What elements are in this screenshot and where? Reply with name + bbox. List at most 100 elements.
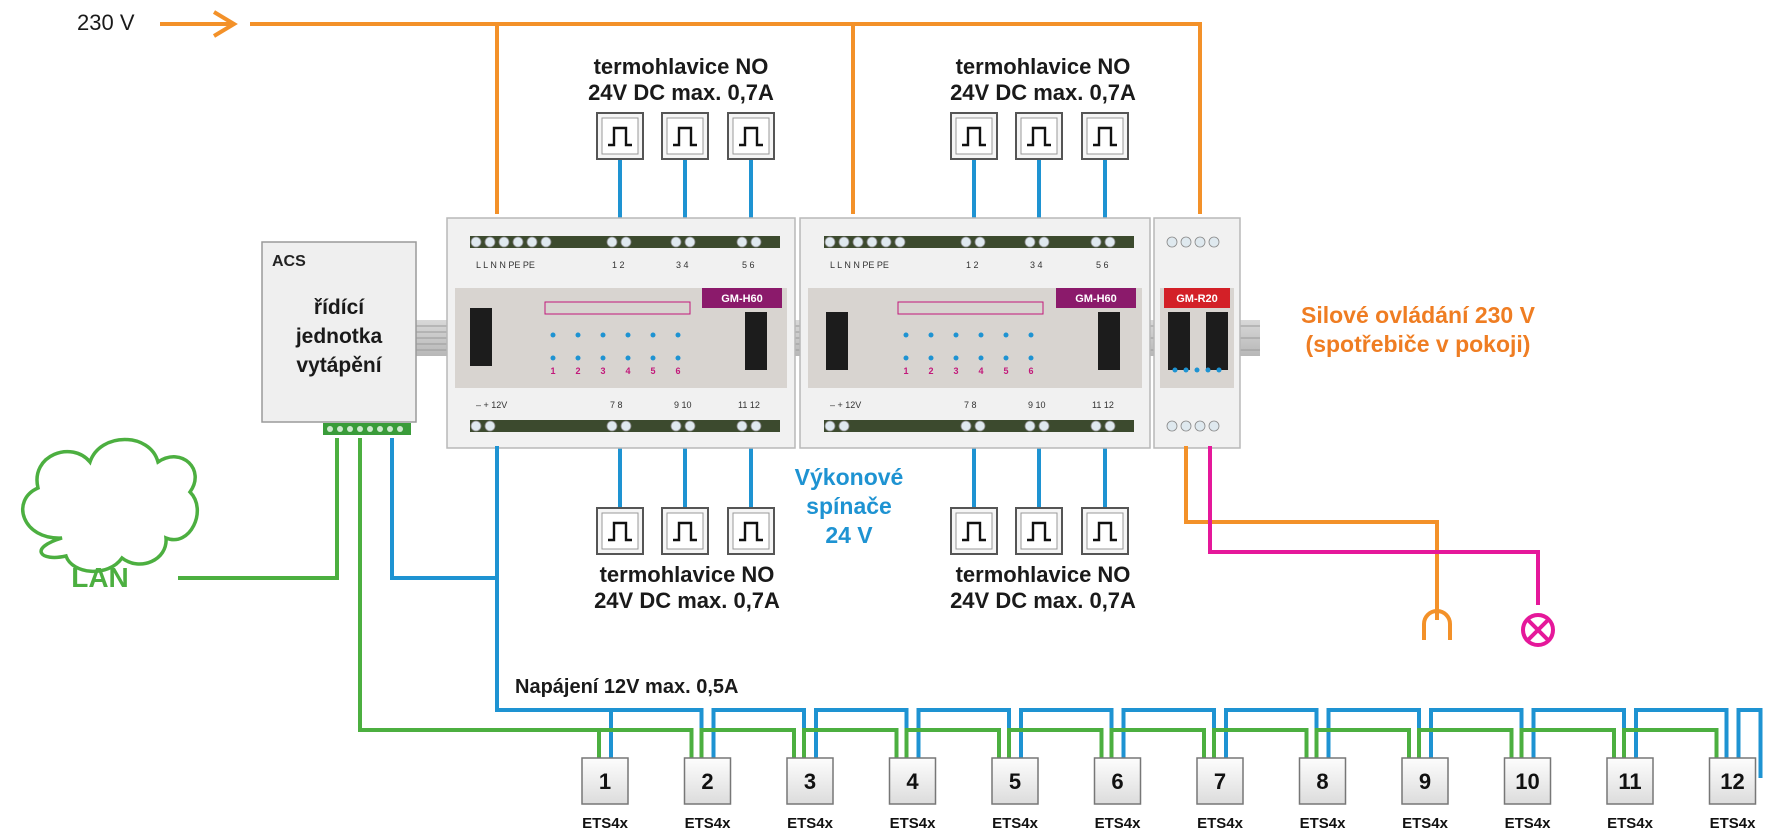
control-unit: ACS řídící jednotka vytápění (261, 241, 417, 435)
bus-12v-link (916, 708, 1011, 758)
lan-link (1109, 728, 1206, 758)
pulse-icon (660, 111, 710, 161)
bus-12v-link (609, 708, 704, 758)
bus-12v-link (1121, 708, 1216, 758)
lan-link (802, 728, 899, 758)
pulse-icon (1080, 506, 1130, 556)
thermostat-4 (888, 757, 937, 805)
thermostat-3 (786, 757, 834, 805)
thermostat-model: ETS4x (992, 815, 1039, 832)
power-terminal-label: – + 12V (830, 400, 861, 410)
thermostat-number: 9 (1419, 769, 1431, 794)
output-label: 11 12 (1092, 400, 1114, 410)
bus-12v-link (1531, 708, 1626, 758)
pulse-icon (726, 506, 776, 556)
actuator-title: termohlavice NO (956, 54, 1131, 79)
actuator-group-top-right: termohlavice NO 24V DC max. 0,7A (950, 54, 1136, 105)
top-terminal-labels: L L N N PE PE (830, 260, 889, 270)
thermostat-10 (1503, 757, 1552, 805)
actuator-group-bottom-left: termohlavice NO 24V DC max. 0,7A (594, 562, 780, 613)
lamp-icon (1521, 613, 1555, 647)
channel-number: 4 (978, 366, 983, 376)
actuator-spec: 24V DC max. 0,7A (950, 588, 1136, 613)
thermostat-7 (1196, 757, 1244, 805)
thermostat-model: ETS4x (1300, 815, 1347, 832)
control-unit-line1: řídící (314, 296, 365, 319)
module-gm-h60-left: L L N N PE PE 1 2 3 4 5 6 GM-H60 1 2 3 4… (446, 217, 796, 449)
lan-link (1519, 728, 1616, 758)
thermostat-row: 1ETS4x2ETS4x3ETS4x4ETS4x5ETS4x6ETS4x7ETS… (581, 708, 1763, 832)
actuator-group-top-left: termohlavice NO 24V DC max. 0,7A (588, 54, 774, 105)
control-unit-line3: vytápění (296, 354, 382, 377)
output-label: 5 6 (1096, 260, 1109, 270)
thermostat-number: 12 (1720, 769, 1744, 794)
thermostat-number: 11 (1618, 769, 1641, 794)
thermostat-number: 7 (1214, 769, 1226, 794)
top-terminal-labels: L L N N PE PE (476, 260, 535, 270)
channel-number: 5 (1003, 366, 1008, 376)
thermostat-model: ETS4x (890, 815, 937, 832)
thermostat-12 (1708, 757, 1757, 805)
bus-12v-wire (390, 438, 625, 712)
power-230v-wires (250, 22, 1202, 214)
output-label: 1 2 (966, 260, 979, 270)
actuator-title: termohlavice NO (956, 562, 1131, 587)
pulse-icon (1014, 506, 1064, 556)
bus-12v-link (1224, 708, 1319, 758)
output-label: 5 6 (742, 260, 755, 270)
output-label: 1 2 (612, 260, 625, 270)
output-label: 3 4 (1030, 260, 1043, 270)
channel-number: 6 (675, 366, 680, 376)
bus-12v-link (814, 708, 909, 758)
thermostat-1 (581, 757, 629, 805)
thermostat-11 (1606, 757, 1654, 805)
channel-number: 4 (625, 366, 630, 376)
pulse-icon (949, 111, 999, 161)
pulse-icon (1080, 111, 1130, 161)
lan-link (597, 728, 694, 758)
actuator-group-bottom-right: termohlavice NO 24V DC max. 0,7A (950, 562, 1136, 613)
pulse-icon (1014, 111, 1064, 161)
actuator-spec: 24V DC max. 0,7A (594, 588, 780, 613)
lan-link (1314, 728, 1411, 758)
thermostat-number: 10 (1515, 769, 1539, 794)
power-terminal-label: – + 12V (476, 400, 507, 410)
channel-number: 5 (650, 366, 655, 376)
thermostat-number: 1 (599, 769, 611, 794)
bus-12v-link (1326, 708, 1421, 758)
lan-link (1007, 728, 1104, 758)
thermostat-9 (1401, 757, 1449, 805)
thermostat-number: 6 (1111, 769, 1123, 794)
thermostat-6 (1093, 757, 1142, 805)
thermostat-model: ETS4x (1710, 815, 1757, 832)
bus-12v-link (1634, 708, 1729, 758)
module-gm-r20: GM-R20 (1153, 217, 1241, 449)
load-wires (1184, 446, 1540, 620)
switches-line3: 24 V (825, 522, 873, 548)
thermostat-model: ETS4x (685, 815, 732, 832)
supply-label: 230 V (77, 10, 135, 35)
channel-number: 6 (1028, 366, 1033, 376)
actuator-spec: 24V DC max. 0,7A (588, 80, 774, 105)
thermostat-8 (1298, 757, 1347, 805)
power-control-label: Silové ovládání 230 V (spotřebiče v poko… (1301, 302, 1536, 357)
output-label: 3 4 (676, 260, 689, 270)
actuator-wires-top (618, 160, 1107, 226)
module-gm-h60-right: L L N N PE PE 1 2 3 4 5 6 GM-H60 1 2 3 4… (799, 217, 1151, 449)
thermostat-number: 5 (1009, 769, 1021, 794)
thermostat-number: 8 (1316, 769, 1328, 794)
socket-icon (1422, 609, 1452, 640)
pulse-icon (949, 506, 999, 556)
thermostat-2 (683, 757, 732, 805)
thermostat-model: ETS4x (1607, 815, 1654, 832)
thermostat-5 (991, 757, 1039, 805)
module-name: GM-R20 (1176, 293, 1218, 305)
switches-line1: Výkonové (795, 464, 904, 490)
channel-number: 2 (928, 366, 933, 376)
thermostat-model: ETS4x (582, 815, 629, 832)
output-label: 7 8 (610, 400, 623, 410)
channel-number: 3 (600, 366, 605, 376)
output-label: 9 10 (674, 400, 692, 410)
lan-link (699, 728, 796, 758)
